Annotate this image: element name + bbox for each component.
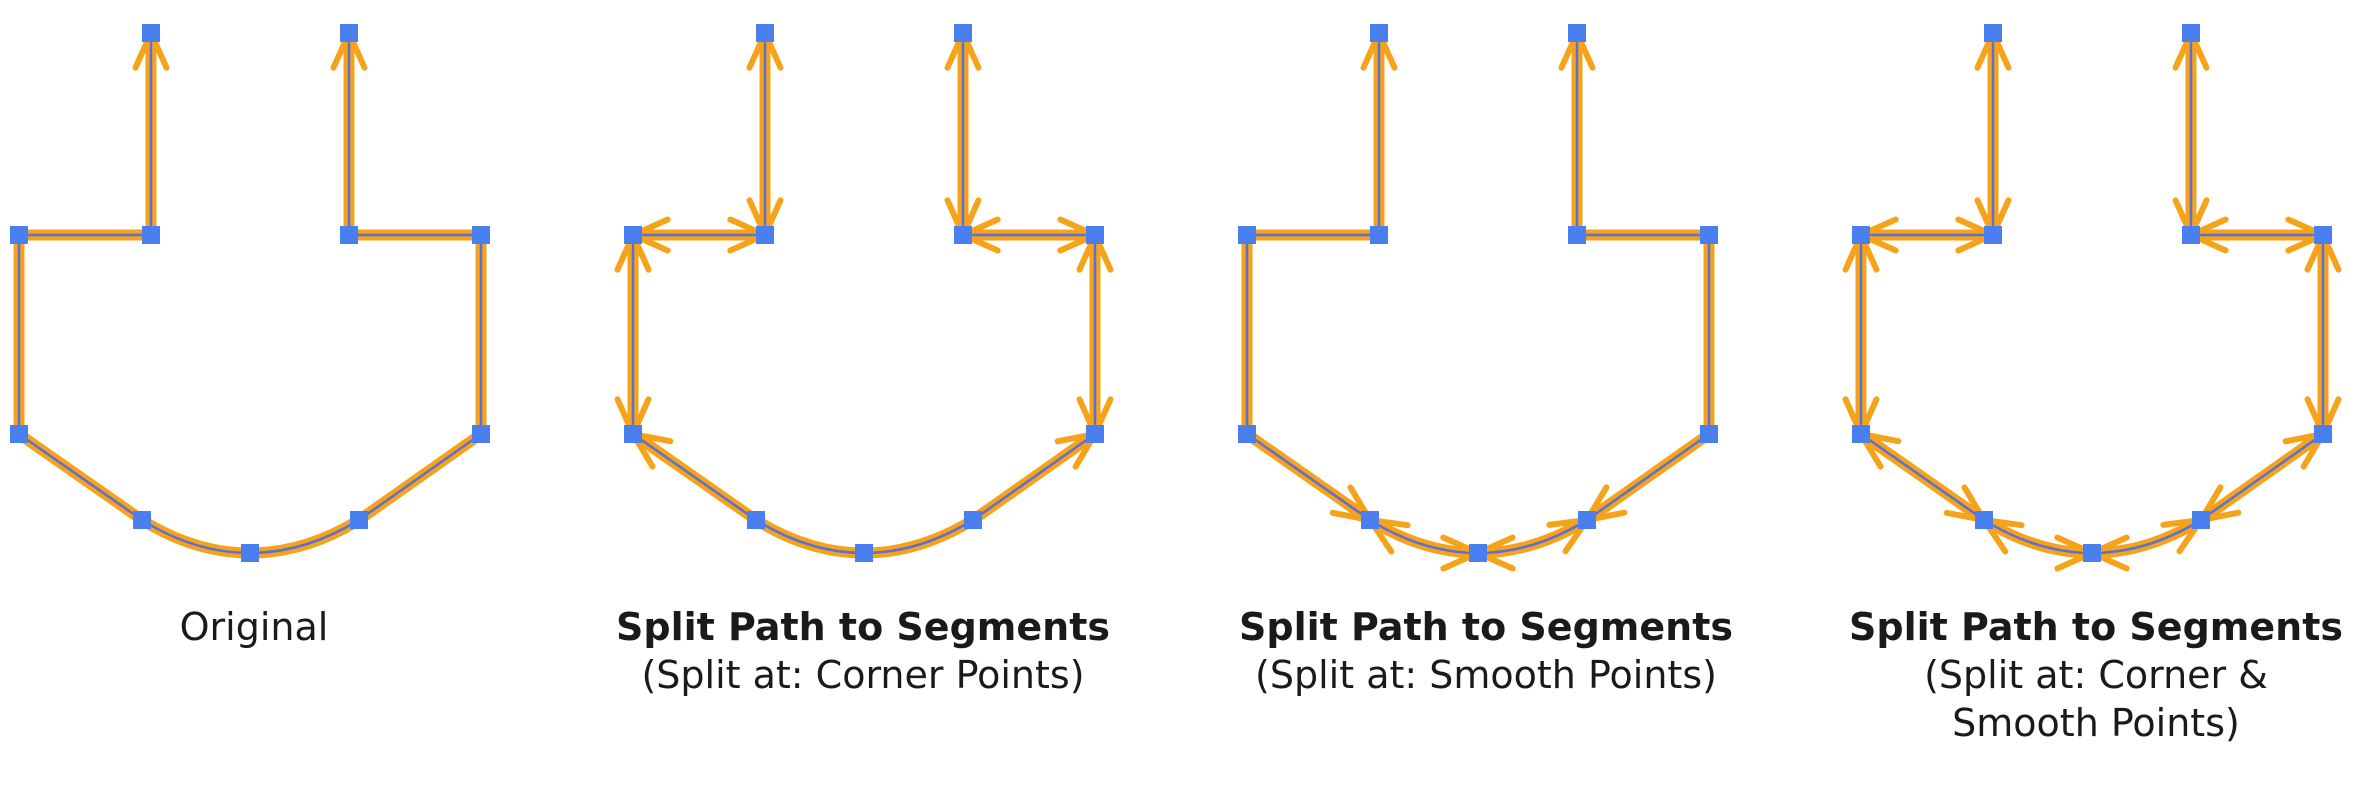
path-diagram-original [10, 24, 490, 562]
anchor-point-icon [1370, 24, 1388, 42]
anchor-point-icon [624, 226, 642, 244]
anchor-point-icon [1361, 511, 1379, 529]
path-core [1586, 432, 1710, 522]
path-stroke [750, 514, 870, 559]
anchor-point-icon [1700, 226, 1718, 244]
anchor-point-icon [756, 24, 774, 42]
panel-title: Split Path to Segments [1849, 605, 2343, 649]
panel-label-smooth-points: Split Path to Segments (Split at: Smooth… [1206, 603, 1766, 699]
anchor-point-icon [340, 24, 358, 42]
path-core [141, 518, 251, 555]
anchor-point-icon [2314, 226, 2332, 244]
anchor-point-icon [1975, 511, 1993, 529]
anchor-point-icon [1238, 226, 1256, 244]
anchor-point-icon [2182, 24, 2200, 42]
path-core [1983, 518, 2093, 555]
path-core [358, 432, 482, 522]
anchor-point-icon [472, 425, 490, 443]
path-core [1369, 518, 1479, 555]
anchor-point-icon [1238, 425, 1256, 443]
anchor-point-icon [2083, 544, 2101, 562]
path-core [249, 518, 360, 555]
anchor-point-icon [1469, 544, 1487, 562]
path-core [2200, 432, 2324, 522]
anchor-point-icon [1086, 425, 1104, 443]
anchor-point-icon [1086, 226, 1104, 244]
anchor-point-icon [954, 226, 972, 244]
anchor-point-icon [2182, 226, 2200, 244]
path-core [755, 518, 865, 555]
panel-label-corner-points: Split Path to Segments (Split at: Corner… [583, 603, 1143, 699]
anchor-point-icon [10, 425, 28, 443]
anchor-point-icon [142, 226, 160, 244]
panel-title: Split Path to Segments [616, 605, 1110, 649]
anchor-point-icon [2314, 425, 2332, 443]
anchor-point-icon [10, 226, 28, 244]
anchor-point-icon [747, 511, 765, 529]
anchor-point-icon [142, 24, 160, 42]
panel-title: Split Path to Segments [1239, 605, 1733, 649]
anchor-point-icon [350, 511, 368, 529]
anchor-point-icon [472, 226, 490, 244]
anchor-point-icon [241, 544, 259, 562]
panel-subtitle: (Split at: Corner Points) [641, 653, 1085, 697]
path-diagram-both [1842, 24, 2342, 572]
path-core [863, 518, 974, 555]
path-core [1246, 432, 1371, 522]
path-core [18, 432, 143, 522]
path-stroke [244, 514, 365, 559]
anchor-point-icon [133, 511, 151, 529]
anchor-point-icon [1852, 425, 1870, 443]
anchor-point-icon [1370, 226, 1388, 244]
anchor-point-icon [1984, 226, 2002, 244]
anchor-point-icon [1700, 425, 1718, 443]
anchor-point-icon [1984, 24, 2002, 42]
panel-label-original: Original [0, 603, 534, 651]
path-stroke [858, 514, 979, 559]
path-stroke [136, 514, 256, 559]
path-core [632, 432, 757, 522]
anchor-point-icon [1568, 226, 1586, 244]
anchor-point-icon [964, 511, 982, 529]
panel-title: Original [179, 605, 329, 649]
anchor-point-icon [1578, 511, 1596, 529]
anchor-point-icon [756, 226, 774, 244]
panel-subtitle: (Split at: Corner & Smooth Points) [1924, 653, 2268, 745]
panel-label-corner-and-smooth-points: Split Path to Segments (Split at: Corner… [1816, 603, 2360, 747]
path-core [1477, 518, 1588, 555]
path-core [2091, 518, 2202, 555]
anchor-point-icon [624, 425, 642, 443]
anchor-point-icon [2192, 511, 2210, 529]
anchor-point-icon [1568, 24, 1586, 42]
path-diagram-smooth [1238, 24, 1718, 572]
anchor-point-icon [954, 24, 972, 42]
anchor-point-icon [1852, 226, 1870, 244]
panel-subtitle: (Split at: Smooth Points) [1255, 653, 1717, 697]
path-diagram-corner [614, 24, 1114, 562]
path-core [972, 432, 1096, 522]
path-core [1860, 432, 1985, 522]
anchor-point-icon [855, 544, 873, 562]
anchor-point-icon [340, 226, 358, 244]
